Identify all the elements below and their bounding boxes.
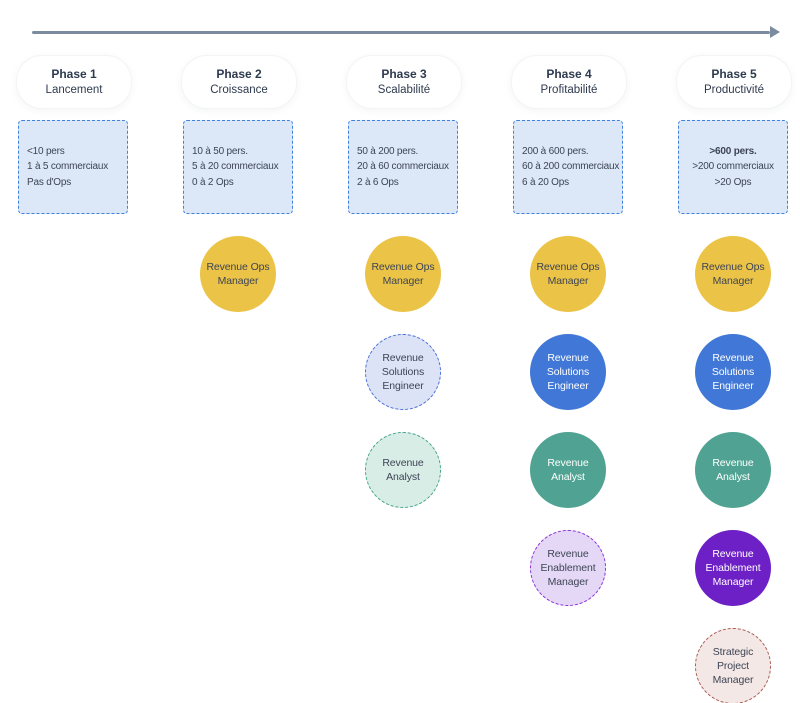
role-circle-revenue-ops-manager: Revenue Ops Manager [695, 236, 771, 312]
phase-columns: Phase 1 Lancement <10 pers 1 à 5 commerc… [16, 55, 792, 703]
role-list: Revenue Ops Manager Revenue Solutions En… [348, 236, 458, 508]
phase-title: Phase 1 [51, 67, 97, 81]
team-size-box: 200 à 600 pers. 60 à 200 commerciaux 6 à… [513, 120, 623, 214]
role-circle-revenue-enablement-manager: Revenue Enablement Manager [695, 530, 771, 606]
team-size-line: 60 à 200 commerciaux [522, 161, 620, 173]
role-list: Revenue Ops Manager Revenue Solutions En… [513, 236, 623, 606]
team-size-line: 50 à 200 pers. [357, 145, 419, 157]
team-size-line: 2 à 6 Ops [357, 176, 399, 188]
team-size-line: 200 à 600 pers. [522, 145, 589, 157]
team-size-line: >200 commerciaux [692, 161, 774, 173]
team-size-line: 6 à 20 Ops [522, 176, 569, 188]
phase-title: Phase 2 [216, 67, 262, 81]
phase-header-pill: Phase 5 Productivité [676, 55, 792, 109]
team-size-line: 10 à 50 pers. [192, 145, 248, 157]
phase-subtitle: Profitabilité [540, 84, 598, 96]
team-size-box: 10 à 50 pers. 5 à 20 commerciaux 0 à 2 O… [183, 120, 293, 214]
phase-column-1: Phase 1 Lancement <10 pers 1 à 5 commerc… [16, 55, 132, 703]
role-circle-revenue-solutions-engineer: Revenue Solutions Engineer [365, 334, 441, 410]
phase-title: Phase 3 [381, 67, 427, 81]
phase-column-5: Phase 5 Productivité >600 pers. >200 com… [676, 55, 792, 703]
role-circle-revenue-analyst: Revenue Analyst [530, 432, 606, 508]
role-list: Revenue Ops Manager Revenue Solutions En… [678, 236, 788, 703]
timeline-arrow-head-icon [770, 26, 780, 38]
phase-subtitle: Productivité [703, 84, 765, 96]
team-size-line: >20 Ops [714, 176, 752, 188]
team-size-box: 50 à 200 pers. 20 à 60 commerciaux 2 à 6… [348, 120, 458, 214]
timeline-arrow-line [32, 31, 770, 34]
team-size-line: 0 à 2 Ops [192, 176, 234, 188]
phase-column-4: Phase 4 Profitabilité 200 à 600 pers. 60… [511, 55, 627, 703]
role-circle-revenue-ops-manager: Revenue Ops Manager [530, 236, 606, 312]
team-size-line: 5 à 20 commerciaux [192, 161, 279, 173]
phase-subtitle: Scalabilité [377, 84, 431, 96]
role-circle-revenue-solutions-engineer: Revenue Solutions Engineer [695, 334, 771, 410]
role-circle-strategic-project-manager: Strategic Project Manager [695, 628, 771, 703]
timeline-arrow [32, 26, 780, 38]
team-size-line: 1 à 5 commerciaux [27, 161, 109, 173]
phase-header-pill: Phase 1 Lancement [16, 55, 132, 109]
phase-header-pill: Phase 2 Croissance [181, 55, 297, 109]
team-size-line: <10 pers [27, 145, 65, 157]
role-list: Revenue Ops Manager [183, 236, 293, 312]
role-circle-revenue-ops-manager: Revenue Ops Manager [200, 236, 276, 312]
phase-column-2: Phase 2 Croissance 10 à 50 pers. 5 à 20 … [181, 55, 297, 703]
team-size-line: 20 à 60 commerciaux [357, 161, 449, 173]
team-size-line: Pas d'Ops [27, 176, 72, 188]
team-size-box: <10 pers 1 à 5 commerciaux Pas d'Ops [18, 120, 128, 214]
phase-title: Phase 5 [711, 67, 757, 81]
role-circle-revenue-ops-manager: Revenue Ops Manager [365, 236, 441, 312]
role-circle-revenue-analyst: Revenue Analyst [695, 432, 771, 508]
phase-column-3: Phase 3 Scalabilité 50 à 200 pers. 20 à … [346, 55, 462, 703]
phase-subtitle: Lancement [45, 84, 103, 96]
role-circle-revenue-analyst: Revenue Analyst [365, 432, 441, 508]
role-circle-revenue-enablement-manager: Revenue Enablement Manager [530, 530, 606, 606]
phase-title: Phase 4 [546, 67, 592, 81]
role-circle-revenue-solutions-engineer: Revenue Solutions Engineer [530, 334, 606, 410]
phase-header-pill: Phase 3 Scalabilité [346, 55, 462, 109]
phase-subtitle: Croissance [210, 84, 268, 96]
phase-header-pill: Phase 4 Profitabilité [511, 55, 627, 109]
team-size-line: >600 pers. [709, 145, 757, 157]
team-size-box: >600 pers. >200 commerciaux >20 Ops [678, 120, 788, 214]
